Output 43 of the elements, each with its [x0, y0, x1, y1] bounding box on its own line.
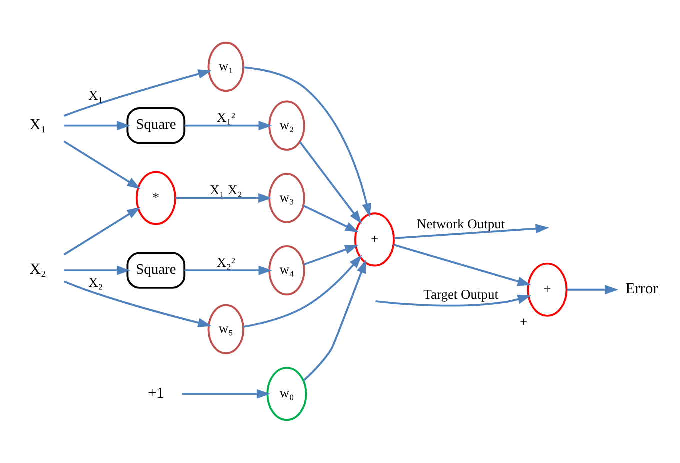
arrow — [299, 141, 362, 224]
arrow — [64, 207, 141, 256]
node-ellipse: w₁ — [208, 42, 244, 92]
arrow — [376, 294, 532, 307]
arrow — [64, 121, 130, 131]
node-ellipse: w₀ — [266, 367, 308, 422]
arrow — [304, 245, 359, 266]
node-text: Error — [626, 280, 658, 298]
arrow — [393, 244, 532, 286]
arrow — [64, 266, 130, 276]
edge-label: X₁ — [88, 88, 104, 103]
arrow — [243, 254, 362, 328]
arrow — [64, 280, 212, 328]
arrow — [184, 121, 272, 131]
arrow — [243, 66, 372, 218]
arrow — [64, 140, 141, 190]
arrow — [567, 285, 619, 295]
arrow — [394, 224, 550, 240]
arrow — [182, 389, 270, 399]
edge-label: Target Output — [424, 286, 499, 302]
node-text: X₁ — [30, 116, 46, 134]
node-ellipse: * — [136, 171, 176, 226]
arrow — [303, 204, 359, 233]
node-ellipse: w₂ — [268, 100, 306, 151]
edge-label: X₁ X₂ — [210, 182, 242, 198]
arrow — [64, 70, 212, 117]
node-box: Square — [126, 108, 186, 144]
arrow — [176, 193, 272, 203]
node-ellipse: w₄ — [268, 246, 306, 296]
edge-label: X₂ — [88, 275, 104, 290]
arrow — [303, 260, 366, 382]
arrow — [184, 266, 272, 276]
node-text: +1 — [148, 384, 164, 402]
edge-label: Network Output — [417, 216, 506, 232]
node-ellipse: w₅ — [208, 304, 244, 355]
edge-label: X₂² — [216, 254, 236, 270]
node-ellipse: w₃ — [268, 173, 306, 224]
node-ellipse: + — [527, 262, 568, 317]
node-box: Square — [126, 252, 186, 289]
node-label: + — [520, 314, 528, 330]
edge-label: X₁² — [216, 110, 236, 126]
node-ellipse: + — [354, 212, 396, 267]
node-text: X₂ — [30, 261, 46, 278]
